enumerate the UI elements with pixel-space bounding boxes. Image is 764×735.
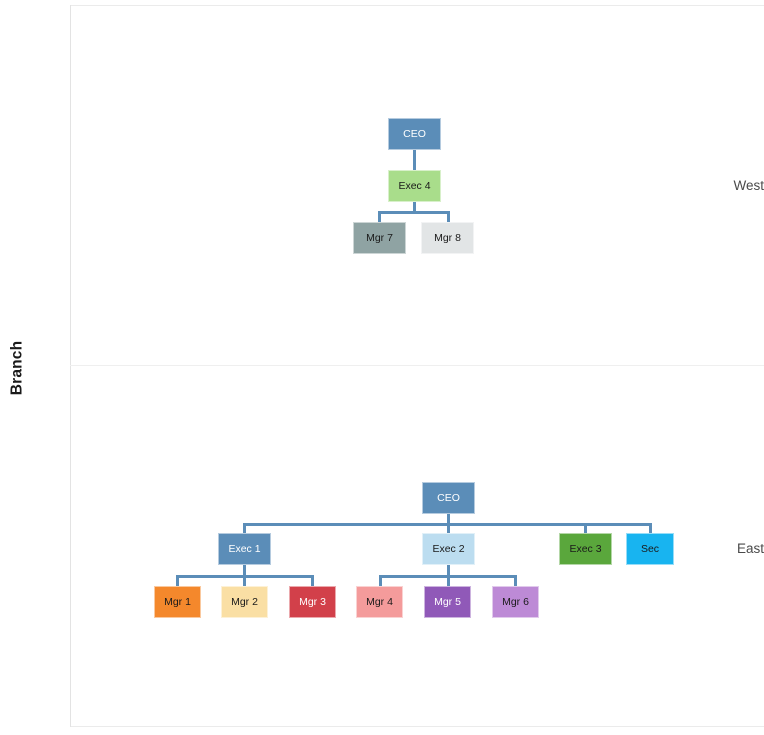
org-node-mgr1[interactable]: Mgr 1 — [154, 586, 201, 618]
org-node-label: Exec 2 — [432, 542, 465, 555]
tree-connector — [413, 150, 416, 170]
org-node-label: Mgr 7 — [366, 231, 393, 244]
tree-connector — [447, 575, 450, 587]
org-node-mgr3[interactable]: Mgr 3 — [289, 586, 336, 618]
org-node-label: Exec 3 — [569, 542, 602, 555]
tree-connector — [378, 211, 381, 222]
tree-connector — [243, 575, 246, 587]
tree-connector — [447, 211, 450, 222]
org-node-mgr4[interactable]: Mgr 4 — [356, 586, 403, 618]
org-node-label: CEO — [403, 127, 426, 140]
tree-connector — [649, 523, 652, 534]
tree-connector — [243, 523, 246, 534]
org-node-label: Exec 4 — [398, 179, 431, 192]
org-node-exec3[interactable]: Exec 3 — [559, 533, 612, 565]
org-node-exec2[interactable]: Exec 2 — [422, 533, 475, 565]
org-node-label: Mgr 5 — [434, 595, 461, 608]
org-node-label: Mgr 8 — [434, 231, 461, 244]
y-axis-title: Branch — [4, 0, 30, 735]
org-node-sec[interactable]: Sec — [626, 533, 674, 565]
tree-connector — [413, 202, 416, 213]
org-node-label: Mgr 6 — [502, 595, 529, 608]
tree-connector — [176, 575, 179, 587]
org-node-ceo-w[interactable]: CEO — [388, 118, 441, 150]
tree-connector — [379, 575, 382, 587]
tree-connector — [584, 523, 587, 534]
y-axis-title-text: Branch — [8, 340, 26, 395]
facet-tick-east: East — [736, 541, 764, 556]
org-node-label: Exec 1 — [228, 542, 261, 555]
facet-divider — [70, 365, 764, 366]
org-node-mgr7[interactable]: Mgr 7 — [353, 222, 406, 254]
org-node-label: Mgr 1 — [164, 595, 191, 608]
tree-connector — [243, 565, 246, 576]
org-node-mgr6[interactable]: Mgr 6 — [492, 586, 539, 618]
org-node-exec1[interactable]: Exec 1 — [218, 533, 271, 565]
org-node-label: Mgr 4 — [366, 595, 393, 608]
org-node-mgr2[interactable]: Mgr 2 — [221, 586, 268, 618]
org-node-mgr5[interactable]: Mgr 5 — [424, 586, 471, 618]
facet-tick-west: West — [733, 178, 764, 193]
org-node-label: Mgr 2 — [231, 595, 258, 608]
plot-panel — [70, 5, 764, 727]
tree-connector — [311, 575, 314, 587]
tree-connector — [378, 211, 450, 214]
org-node-ceo-e[interactable]: CEO — [422, 482, 475, 514]
org-node-exec4[interactable]: Exec 4 — [388, 170, 441, 202]
y-axis-line — [70, 5, 71, 727]
org-node-label: Sec — [640, 542, 660, 555]
tree-connector — [447, 565, 450, 576]
tree-connector — [447, 523, 450, 534]
org-node-label: CEO — [437, 491, 460, 504]
tree-connector — [447, 514, 450, 525]
org-node-label: Mgr 3 — [299, 595, 326, 608]
tree-connector — [514, 575, 517, 587]
org-node-mgr8[interactable]: Mgr 8 — [421, 222, 474, 254]
